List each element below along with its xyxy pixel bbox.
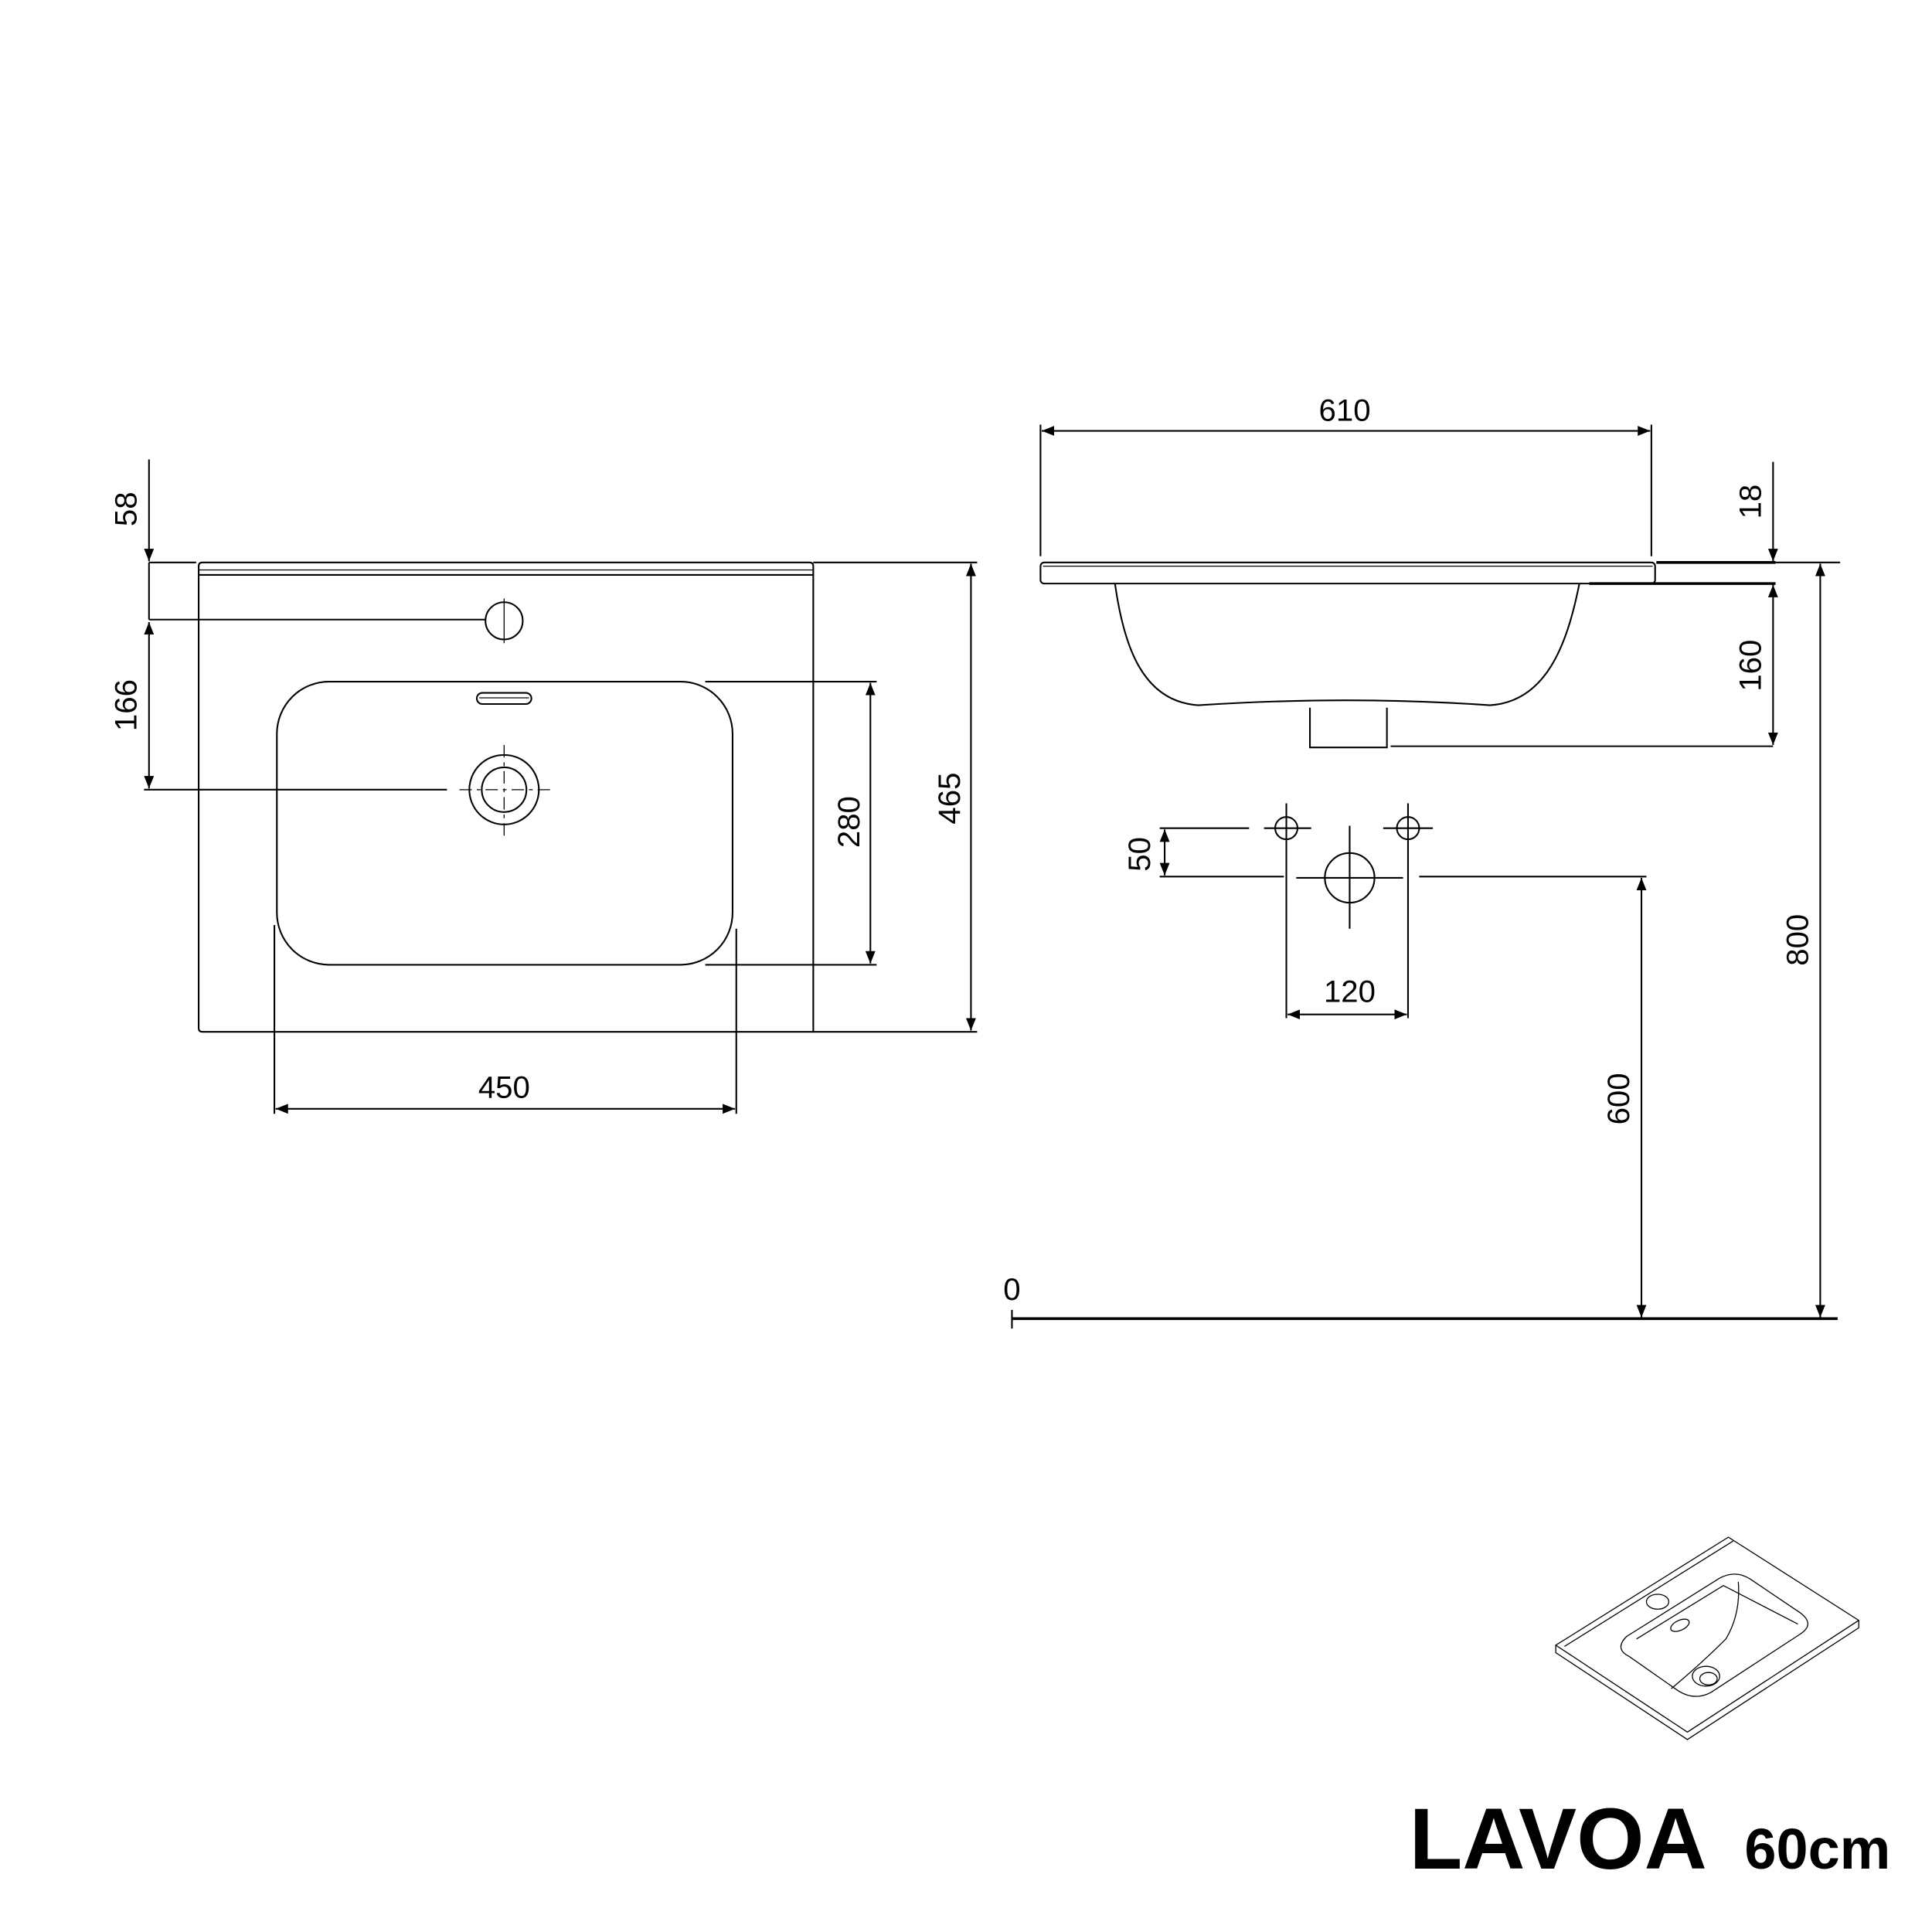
iso-countertop-top — [1554, 1536, 1860, 1733]
dim-166-label: 166 — [109, 679, 144, 731]
iso-tap-hole — [1645, 1594, 1670, 1610]
iso-basin — [1620, 1573, 1808, 1697]
dim-18-label: 18 — [1733, 485, 1767, 519]
floor-label: 0 — [1003, 1272, 1020, 1307]
dim-58-label: 58 — [109, 492, 144, 526]
countertop-slab — [1039, 561, 1656, 585]
isometric-view — [1554, 1536, 1860, 1740]
dim-50-label: 50 — [1122, 837, 1157, 872]
side-view: 610 18 160 800 50 120 — [1003, 393, 1841, 1329]
dim-800-label: 800 — [1780, 914, 1815, 966]
dim-160-label: 160 — [1733, 640, 1767, 692]
product-size: 60cm — [1744, 1817, 1890, 1881]
iso-overflow — [1670, 1618, 1690, 1632]
iso-back-ledge — [1564, 1540, 1734, 1648]
iso-drain — [1692, 1665, 1720, 1687]
iso-basin-inner — [1636, 1581, 1798, 1689]
plan-view: 58 166 280 465 450 — [109, 459, 978, 1114]
basin-outline — [276, 681, 733, 966]
bowl-profile — [1114, 583, 1580, 706]
dim-465-label: 465 — [932, 773, 967, 825]
dim-610-label: 610 — [1319, 393, 1371, 428]
overflow-slot — [475, 692, 532, 706]
product-name: LAVOA — [1410, 1790, 1707, 1887]
dim-450-label: 450 — [478, 1070, 530, 1104]
drain-stub — [1309, 707, 1388, 749]
countertop-outline — [198, 561, 815, 1033]
dim-280-label: 280 — [832, 796, 866, 848]
iso-drain-inner — [1699, 1672, 1718, 1685]
dim-600-label: 600 — [1601, 1073, 1636, 1124]
dim-120-label: 120 — [1324, 975, 1376, 1009]
iso-countertop-edge — [1555, 1620, 1859, 1740]
drain-inner — [481, 766, 528, 813]
